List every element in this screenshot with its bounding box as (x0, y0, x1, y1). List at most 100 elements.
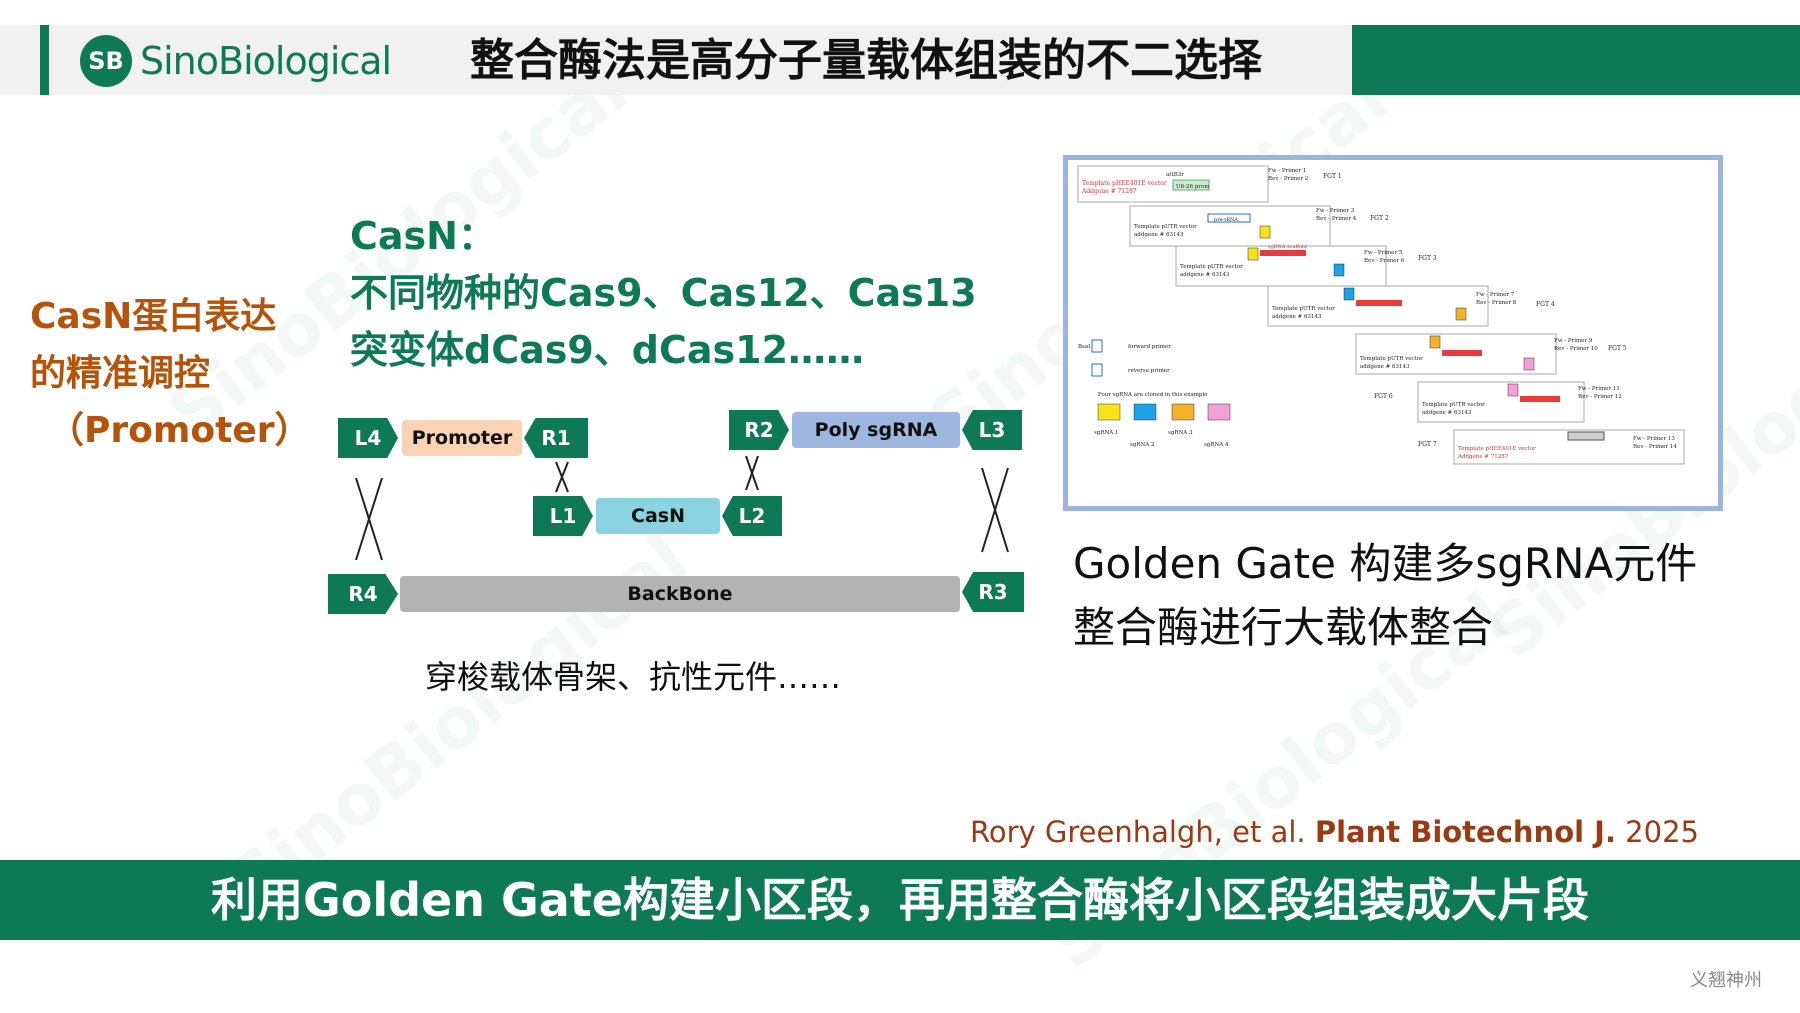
fig-text: FGT 2 (1370, 215, 1389, 222)
tag-l1: L1 (533, 496, 593, 536)
fig-text: forward primer (1128, 344, 1171, 350)
fig-text: Addgene # 71287 (1081, 188, 1137, 195)
fig-text: Rev - Primer 6 (1364, 258, 1405, 264)
header-green-block (1352, 25, 1800, 95)
fig-text: Rev - Primer 14 (1633, 444, 1677, 450)
fig-text: Fw - Primer 9 (1554, 338, 1593, 344)
caption-line: Golden Gate 构建多sgRNA元件 (1073, 539, 1698, 588)
sgrna1-block (1259, 225, 1271, 239)
fig-text: Rev - Primer 12 (1578, 394, 1622, 400)
fig-text: sgRNA 2 (1130, 442, 1155, 448)
golden-gate-figure: Template pHEE401E vector Addgene # 71287… (1063, 155, 1723, 511)
sgrna4-block (1523, 357, 1535, 371)
fig-text: sgRNA 3 (1168, 430, 1193, 436)
page-title: 整合酶法是高分子量载体组装的不二选择 (470, 35, 1262, 86)
logo-text: SinoBiological (140, 39, 392, 83)
citation: Rory Greenhalgh, et al. Plant Biotechnol… (970, 815, 1699, 849)
sgrna2-swatch (1133, 403, 1157, 421)
scaffold-bar (1356, 300, 1402, 306)
fig-text: FGT 1 (1323, 173, 1342, 180)
sgrna2-block (1333, 263, 1345, 277)
citation-year: 2025 (1615, 815, 1699, 849)
citation-authors: Rory Greenhalgh, et al. (970, 815, 1315, 849)
summary-banner-text: 利用Golden Gate构建小区段，再用整合酶将小区段组装成大片段 (210, 873, 1589, 927)
scaffold-bar (1442, 350, 1482, 356)
fig-text: Addgene # 71287 (1457, 454, 1509, 460)
legend-fwd-box (1091, 339, 1103, 353)
citation-journal: Plant Biotechnol J. (1314, 815, 1616, 849)
fig-text: FGT 4 (1536, 301, 1555, 308)
scaffold-bar (1520, 396, 1560, 402)
casn-expression-label: CasN蛋白表达 的精准调控 （Promoter） (30, 288, 330, 459)
fig-text: Template pUTR vector (1180, 264, 1243, 270)
fig-text: Template pUTR vector (1272, 306, 1335, 312)
tag-r4: R4 (328, 574, 398, 614)
u626-box (1567, 431, 1605, 441)
fig-text: Fw - Primer 5 (1364, 250, 1403, 256)
fig-text: FGT 5 (1608, 345, 1627, 352)
fig-text: Template pHEE401E vector (1082, 180, 1167, 187)
corner-label: 义翘神州 (1690, 970, 1762, 991)
logo: SB SinoBiological (80, 33, 392, 89)
fig-text: addgene # 63143 (1422, 410, 1472, 416)
fig-text: addgene # 63143 (1272, 314, 1322, 320)
fig-text: Rev - Primer 10 (1554, 346, 1598, 352)
sgrna3-block (1455, 307, 1467, 321)
fig-text: Rev - Primer 2 (1268, 176, 1308, 182)
fig-text: U6-26 prom (1176, 184, 1210, 190)
figure-svg: Template pHEE401E vector Addgene # 71287… (1077, 165, 1685, 465)
segment-promoter: Promoter (402, 420, 522, 456)
fig-text: FGT 6 (1374, 393, 1393, 400)
fig-text: reverse primer (1128, 368, 1170, 374)
right-caption: Golden Gate 构建多sgRNA元件 整合酶进行大载体整合 (1073, 532, 1793, 660)
u626-box (1172, 179, 1210, 191)
scaffold-bar (1260, 250, 1306, 256)
fig-text: Template pUTR vector (1360, 356, 1423, 362)
fig-text: Fw - Primer 3 (1316, 208, 1355, 214)
label-line: CasN蛋白表达 (30, 296, 277, 337)
tag-r2: R2 (729, 410, 789, 450)
fig-text: Fw - Primer 1 (1268, 168, 1306, 174)
caption-line: 整合酶进行大载体整合 (1073, 603, 1494, 652)
fig-text: Fw - Primer 13 (1633, 436, 1675, 442)
logo-mark-icon: SB (80, 35, 132, 87)
fig-text: Four sgRNA are cloned in this example (1098, 392, 1207, 398)
fig-text: FGT 3 (1418, 255, 1437, 262)
fig-text: sgRNA 1 (1094, 430, 1119, 436)
tag-r3: R3 (962, 572, 1024, 612)
diagram-caption: 穿梭载体骨架、抗性元件…… (425, 658, 842, 696)
fig-text: Template pUTR vector (1134, 224, 1197, 230)
label-line: 的精准调控 (30, 353, 211, 394)
fig-text: Template pHEE401E vector (1458, 446, 1536, 452)
label-line: （Promoter） (48, 410, 311, 451)
fig-text: BsaI (1078, 344, 1090, 350)
fig-text: FGT 7 (1418, 441, 1437, 448)
sgrna4-swatch (1207, 403, 1231, 421)
casn-line: CasN： (350, 214, 496, 258)
header-accent (40, 25, 49, 95)
pre-trna-box (1207, 213, 1251, 223)
fig-text: pre-tRNA (1214, 217, 1238, 223)
fig-text: Fw - Primer 11 (1578, 386, 1620, 392)
tag-l2: L2 (722, 496, 782, 536)
sgrna1-swatch (1097, 403, 1121, 421)
fig-text: attB3r (1166, 172, 1184, 178)
fig-text: sgRNA scaffold (1268, 244, 1308, 250)
tag-r1: R1 (524, 418, 588, 458)
summary-banner (0, 860, 1800, 940)
tag-l4: L4 (338, 418, 398, 458)
casn-line: 不同物种的Cas9、Cas12、Cas13 (350, 271, 977, 315)
sgrna3-block (1429, 335, 1441, 349)
fig-text: addgene # 63143 (1134, 232, 1184, 238)
legend-rev-box (1091, 363, 1103, 377)
fig-text: Rev - Primer 8 (1476, 300, 1517, 306)
casn-line: 突变体dCas9、dCas12…… (350, 328, 865, 372)
fig-text: Template pUTR vector (1422, 402, 1485, 408)
sgrna3-swatch (1171, 403, 1195, 421)
fig-text: addgene # 63143 (1360, 364, 1410, 370)
fig-text: Rev - Primer 4 (1316, 216, 1357, 222)
sgrna4-block (1507, 383, 1519, 397)
fig-text: sgRNA 4 (1204, 442, 1229, 448)
fig-text: Fw - Primer 7 (1476, 292, 1515, 298)
sgrna2-block (1343, 287, 1355, 301)
